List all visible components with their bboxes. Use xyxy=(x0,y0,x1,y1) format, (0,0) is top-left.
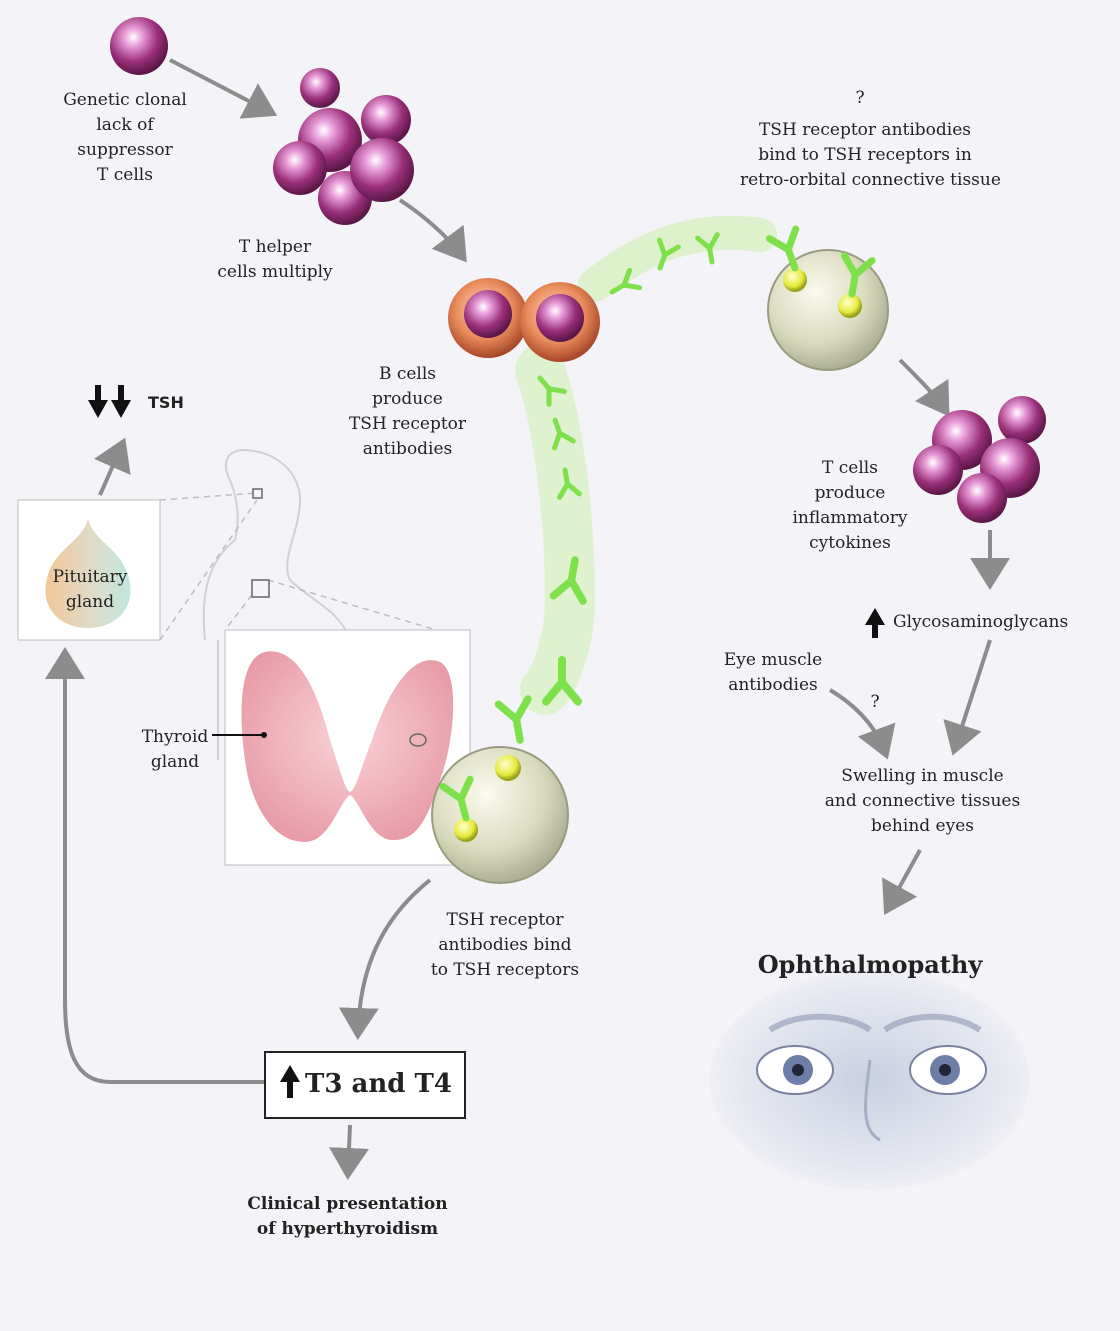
thyroid-label: Thyroid gland xyxy=(135,725,215,775)
pituitary-label: Pituitary gland xyxy=(45,565,135,615)
glycosaminoglycans-label: Glycosaminoglycans xyxy=(893,610,1068,635)
eyes-illustration xyxy=(710,970,1030,1190)
ophthalmopathy-title: Ophthalmopathy xyxy=(750,950,990,980)
up-arrow-icon xyxy=(865,608,885,638)
retro-orbital-cell xyxy=(768,229,888,370)
tsh-retro-label: TSH receptor antibodies bind to TSH rece… xyxy=(740,118,990,193)
t3-t4-label: T3 and T4 xyxy=(305,1068,452,1100)
t-helper-label: T helper cells multiply xyxy=(200,235,350,285)
t-cells-label: T cells produce inflammatory cytokines xyxy=(785,456,915,556)
genetic-label: Genetic clonal lack of suppressor T cell… xyxy=(50,88,200,188)
question-top: ? xyxy=(845,86,875,111)
t-cell-cluster xyxy=(913,396,1046,523)
down-arrow-icon xyxy=(88,385,131,418)
eye-muscle-label: Eye muscle antibodies xyxy=(718,648,828,698)
tsh-bind-label: TSH receptor antibodies bind to TSH rece… xyxy=(425,908,585,983)
thyroid-pointer-dot xyxy=(261,732,267,738)
question-mid: ? xyxy=(860,690,890,715)
t-helper-cluster xyxy=(273,68,414,225)
clinical-label: Clinical presentation of hyperthyroidism xyxy=(240,1192,455,1242)
b-cells xyxy=(448,278,600,362)
antibody-stream-horizontal xyxy=(595,233,760,285)
tsh-label: TSH xyxy=(148,390,184,415)
suppressor-cell xyxy=(110,17,168,75)
swelling-label: Swelling in muscle and connective tissue… xyxy=(810,764,1035,839)
head-marker xyxy=(253,489,262,498)
neck-marker xyxy=(252,580,269,597)
b-cells-label: B cells produce TSH receptor antibodies xyxy=(335,362,480,462)
